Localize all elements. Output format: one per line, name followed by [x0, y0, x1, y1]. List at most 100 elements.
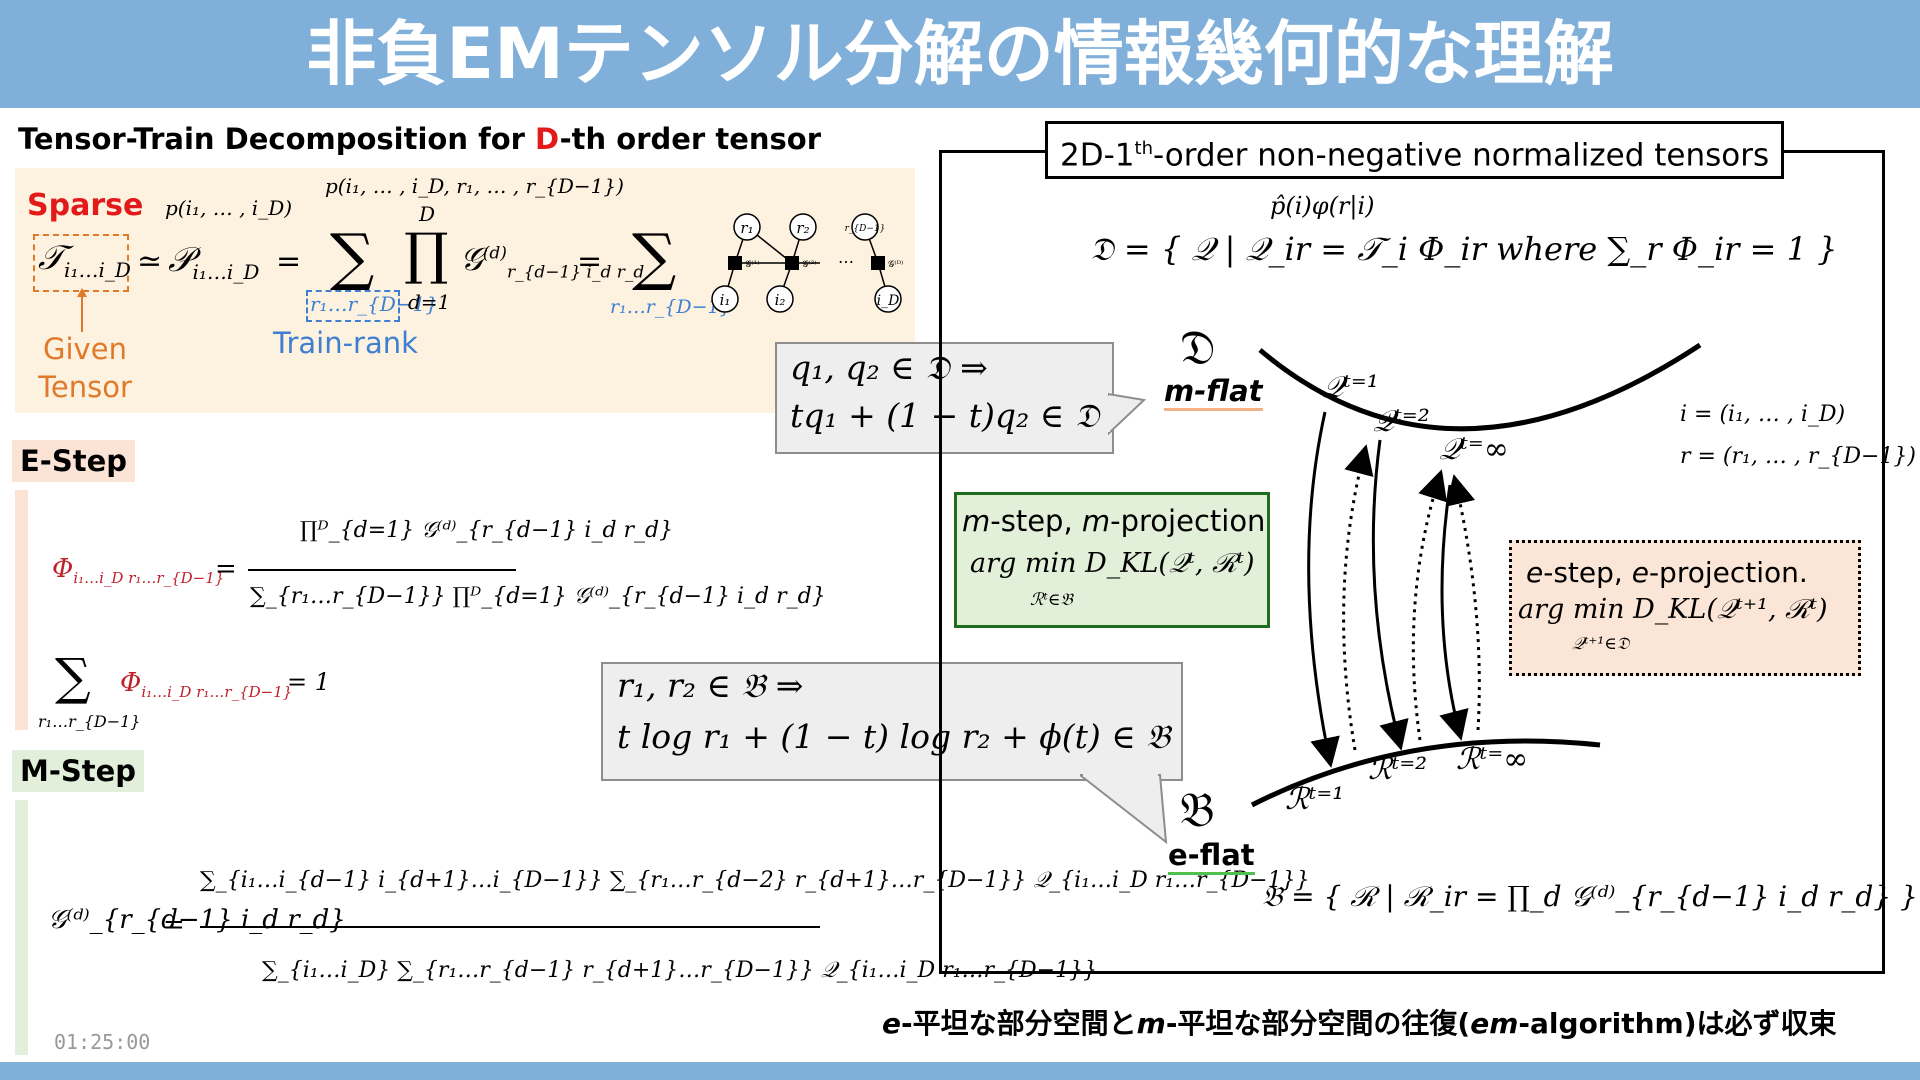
estep-phi: Φi₁…i_D r₁…r_{D−1}: [52, 554, 224, 587]
tn-node-iD: i_D: [877, 293, 900, 309]
estep-norm-phi: Φi₁…i_D r₁…r_{D−1}: [120, 668, 292, 701]
mstep-tag: M-Step: [12, 750, 145, 792]
tn-node-i2: i₂: [775, 291, 786, 309]
box-title-post: -order non-negative normalized tensors: [1152, 137, 1770, 174]
mstep-equals: =: [163, 910, 185, 940]
D-def: 𝔇 = { 𝒬 | 𝒬_ir = 𝒯_i Φ_ir where ∑_r Φ_ir…: [1090, 230, 1838, 268]
norm-phi-symbol: Φ: [120, 668, 142, 698]
m-flat-label: m-flat: [1164, 374, 1263, 411]
mstep-denominator: ∑_{i₁…i_D} ∑_{r₁…r_{d−1} r_{d+1}…r_{D−1}…: [262, 958, 1098, 983]
Q-label-2: 𝒬ᵗ⁼²: [1373, 404, 1430, 439]
estep-t1: -step,: [1543, 556, 1632, 589]
prod-top: D: [419, 202, 436, 226]
D-curve: [1258, 342, 1702, 432]
sum-sub-text: r₁…r_{D−1}: [310, 292, 439, 316]
tn-node-r2: r₂: [796, 219, 809, 237]
r-bubble: [601, 662, 1183, 781]
sum-symbol-1: ∑: [330, 220, 375, 293]
r-bubble-line2: t log r₁ + (1 − t) log r₂ + ϕ(t) ∈ 𝔅: [617, 717, 1170, 756]
mstep-lhs: 𝒢⁽ᵈ⁾_{r_{d−1} i_d r_d}: [48, 905, 346, 935]
lhs-P-sub: i₁…i_D: [192, 259, 260, 284]
tn-core-1: 𝒢⁽¹⁾: [745, 259, 759, 270]
phi-symbol: Φ: [52, 554, 74, 584]
estep-fraction-line: [248, 569, 516, 571]
tt-heading-post: -th order tensor: [559, 122, 821, 156]
mstep-projection-line2: arg min D_KL(𝒬ᵗ, ℛᵗ): [970, 548, 1255, 579]
estep-equals: =: [215, 554, 237, 584]
footer-t1: -平坦な部分空間と: [901, 1007, 1137, 1040]
given-tensor-line1: Given: [43, 332, 127, 366]
title-bar: [0, 0, 1920, 108]
given-tensor-label: Given Tensor: [35, 330, 135, 406]
lhs-P-symbol: 𝒫: [168, 240, 193, 280]
core-D-square: [871, 256, 885, 270]
timestamp: 01:25:00: [54, 1030, 151, 1054]
footer-t2: -平坦な部分空間の往復(: [1165, 1007, 1471, 1040]
tn-node-rD1: r_{D−1}: [845, 224, 886, 234]
mstep-bar: [15, 800, 28, 1055]
lhs-T-symbol: 𝒯: [38, 238, 65, 278]
B-curve: [1250, 738, 1601, 808]
e-flat-label: e-flat: [1168, 838, 1255, 875]
footer-em: em: [1470, 1007, 1519, 1040]
Q-label-3: 𝒬ᵗ⁼∞: [1439, 432, 1509, 467]
sum-sub-box: [306, 290, 400, 322]
r-def: r = (r₁, … , r_{D−1}): [1680, 444, 1916, 469]
mstep-m2: m: [1081, 504, 1111, 538]
estep-tag: E-Step: [12, 440, 136, 482]
R-label-3: ℛᵗ⁼∞: [1456, 742, 1529, 777]
D-symbol: 𝔇: [1180, 320, 1216, 376]
estep-e1: e: [1526, 556, 1544, 589]
G-term: 𝒢(d)r_{d−1} i_d r_d: [460, 240, 644, 282]
tt-heading: Tensor-Train Decomposition for D-th orde…: [18, 122, 821, 156]
tensor-network-diagram: r₁ r₂ r_{D−1} i₁ i₂ i_D 𝒢⁽¹⁾ 𝒢⁽²⁾ 𝒢⁽ᴰ⁾ …: [711, 213, 903, 313]
e-arrow-3: [1445, 474, 1481, 731]
G-symbol: 𝒢: [460, 240, 483, 278]
manifold-box-title: 2D-1th-order non-negative normalized ten…: [1045, 121, 1785, 179]
lhs-T: 𝒯i₁…i_D: [38, 238, 131, 282]
tn-node-r1: r₁: [740, 219, 753, 237]
bottom-bar: [0, 1062, 1920, 1080]
estep-projection-line1: e-step, e-projection.: [1526, 556, 1808, 589]
q-bubble-line1: q₁, q₂ ∈ 𝔇 ⇒: [790, 348, 988, 387]
B-def: 𝔅 = { ℛ | ℛ_ir = ∏_d 𝒢⁽ᵈ⁾_{r_{d−1} i_d r…: [1262, 880, 1918, 913]
r-bubble-line1: r₁, r₂ ∈ 𝔅 ⇒: [617, 666, 804, 705]
estep-projection-line3: 𝒬ᵗ⁺¹∈𝔇: [1572, 634, 1630, 654]
sum2-sub: r₁…r_{D−1}: [610, 296, 732, 318]
sum-symbol-2: ∑: [632, 220, 677, 293]
estep-norm-rhs: = 1: [287, 668, 331, 696]
given-tensor-line2: Tensor: [38, 370, 132, 404]
mstep-projection-box: [954, 492, 1270, 628]
sparse-label: Sparse: [27, 188, 144, 223]
m-arrow-3: [1439, 484, 1469, 741]
lhs-P: 𝒫i₁…i_D: [168, 240, 259, 284]
phi-sub: i₁…i_D r₁…r_{D−1}: [73, 569, 225, 588]
q-bubble-tail: [1108, 392, 1147, 436]
approx-sign: ≃: [137, 244, 163, 279]
core-1-square: [728, 256, 742, 270]
tn-dots: …: [838, 248, 854, 267]
B-symbol: 𝔅: [1180, 782, 1215, 838]
equals-2: =: [577, 244, 603, 279]
tt-panel: [15, 168, 915, 413]
p-joint-label: p(i₁, … , i_D, r₁, … , r_{D−1}): [325, 174, 624, 198]
train-rank-label: Train-rank: [273, 326, 418, 360]
Q-label-1: 𝒬ᵗ⁼¹: [1322, 370, 1379, 405]
estep-projection-box: [1509, 540, 1861, 676]
estep-t2: -projection.: [1648, 556, 1808, 589]
R-label-2: ℛᵗ⁼²: [1368, 752, 1428, 787]
m-arrow-1: [1307, 411, 1340, 768]
box-title-sup: th: [1134, 138, 1153, 159]
lhs-T-sub: i₁…i_D: [64, 257, 131, 282]
core-2-square: [785, 256, 799, 270]
estep-norm-sum: ∑: [55, 648, 91, 706]
r-bubble-tail: [1080, 774, 1168, 844]
equals-1: =: [276, 244, 302, 279]
D-def-top: p̂(i)φ(r|i): [1270, 192, 1375, 220]
q-bubble-line2: tq₁ + (1 − t)q₂ ∈ 𝔇: [790, 396, 1100, 435]
tn-node-i1: i₁: [720, 291, 731, 309]
p-label: p(i₁, … , i_D): [165, 196, 293, 220]
norm-phi-sub: i₁…i_D r₁…r_{D−1}: [141, 683, 293, 702]
mstep-m1: m: [962, 504, 991, 538]
q-bubble: [775, 342, 1114, 454]
